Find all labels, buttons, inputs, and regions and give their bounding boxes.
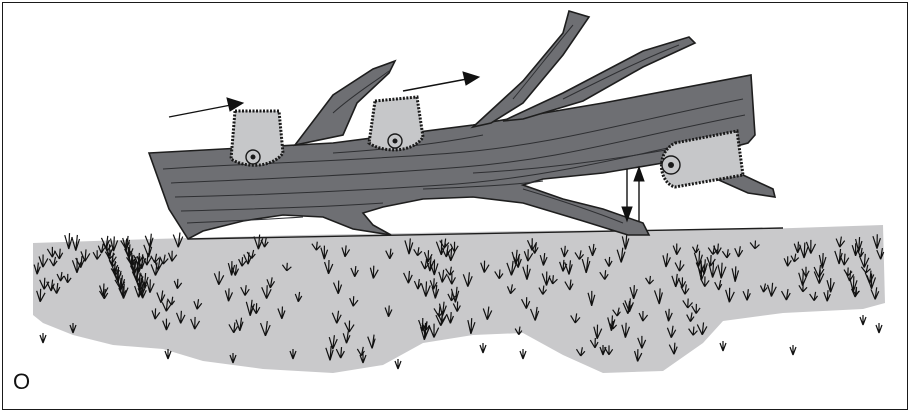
chainsaw-bar-middle (369, 97, 423, 150)
felled-tree-cutting-diagram (3, 3, 909, 411)
figure-label: O (13, 371, 30, 393)
grass-tuft (40, 333, 46, 343)
grass-tuft (395, 359, 401, 369)
diagram-frame: O (2, 2, 908, 410)
grass-tuft (720, 341, 726, 351)
grass-tuft (860, 315, 866, 325)
up-down-arrows-icon (622, 167, 644, 221)
grass-tuft (790, 345, 796, 355)
grass-tuft (480, 343, 486, 353)
grass-tuft (876, 323, 882, 333)
grass-tuft (520, 349, 526, 359)
chainsaw-bar-left (231, 111, 283, 165)
right-arrow-icon (169, 98, 243, 117)
right-arrow-icon (403, 72, 479, 91)
